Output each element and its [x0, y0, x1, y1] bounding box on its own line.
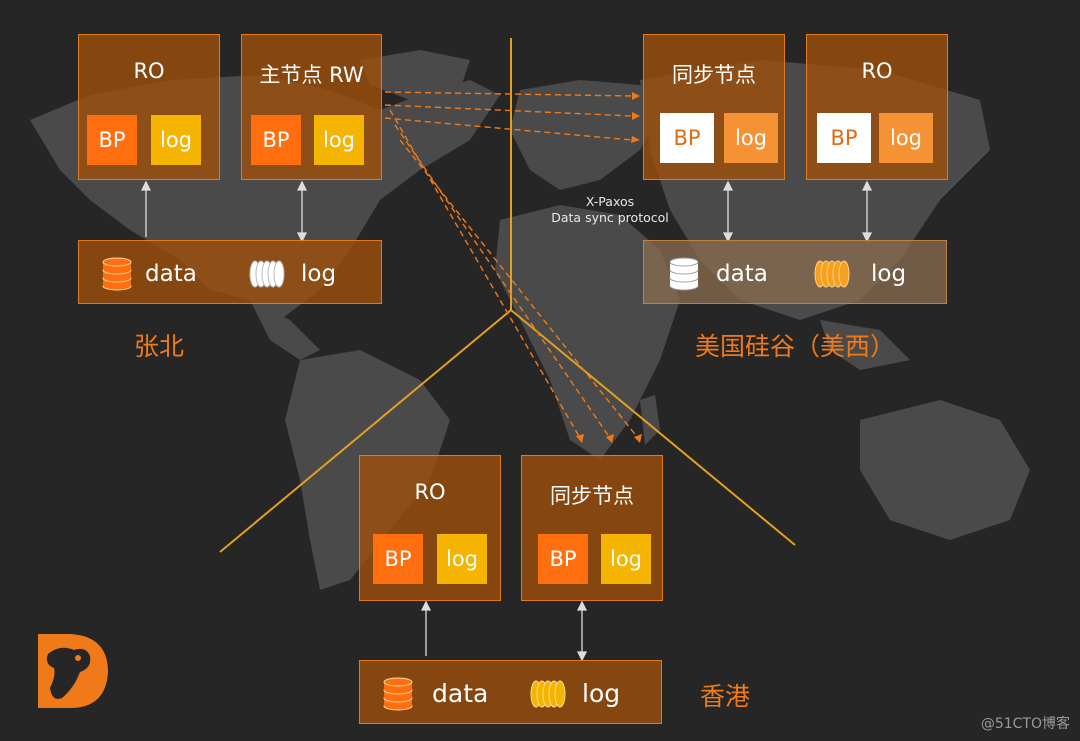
buffer-pool-block: BP	[817, 113, 871, 163]
region-label-hongkong: 香港	[700, 682, 751, 711]
protocol-name: X-Paxos	[585, 194, 635, 209]
storage-data-label: data	[145, 261, 197, 287]
log-block: log	[314, 115, 364, 165]
storage-data-label: data	[432, 679, 489, 708]
region-label-zhangbei: 张北	[134, 332, 185, 361]
database-icon	[102, 257, 132, 291]
node-title: 同步节点	[672, 63, 756, 87]
buffer-pool-block: BP	[538, 534, 588, 584]
zhangbei-storage: data log	[78, 240, 382, 304]
watermark: @51CTO博客	[980, 716, 1070, 732]
log-block: log	[151, 115, 201, 165]
log-block: log	[879, 113, 933, 163]
buffer-pool-block: BP	[251, 115, 301, 165]
node-title: RO	[133, 59, 165, 83]
buffer-pool-block: BP	[660, 113, 714, 163]
hongkong-ro-node: RO BP log	[359, 455, 501, 601]
protocol-desc: Data sync protocol	[551, 210, 669, 225]
log-stack-icon	[249, 260, 285, 288]
storage-data-label: data	[716, 261, 768, 287]
node-title: RO	[414, 480, 446, 504]
uswest-storage: data log	[643, 240, 947, 304]
log-block: log	[601, 534, 651, 584]
log-stack-icon	[530, 680, 566, 708]
storage-log-label: log	[301, 261, 337, 287]
database-icon	[669, 257, 699, 291]
hongkong-storage: data log	[359, 660, 662, 724]
region-label-uswest: 美国硅谷（美西）	[695, 332, 896, 361]
log-block: log	[724, 113, 778, 163]
uswest-ro-node: RO BP log	[806, 34, 948, 180]
storage-log-label: log	[582, 679, 621, 708]
node-title: 同步节点	[550, 484, 634, 508]
log-block: log	[437, 534, 487, 584]
node-title: 主节点 RW	[259, 63, 364, 87]
node-title: RO	[861, 59, 893, 83]
protocol-label: X-Paxos Data sync protocol	[540, 194, 680, 226]
logo-icon	[38, 634, 108, 708]
uswest-sync-node: 同步节点 BP log	[643, 34, 785, 180]
log-stack-icon	[814, 260, 850, 288]
zhangbei-ro-node: RO BP log	[78, 34, 220, 180]
buffer-pool-block: BP	[373, 534, 423, 584]
storage-log-label: log	[871, 261, 907, 287]
hongkong-sync-node: 同步节点 BP log	[521, 455, 663, 601]
database-icon	[383, 677, 413, 711]
zhangbei-primary-node: 主节点 RW BP log	[241, 34, 382, 180]
buffer-pool-block: BP	[87, 115, 137, 165]
